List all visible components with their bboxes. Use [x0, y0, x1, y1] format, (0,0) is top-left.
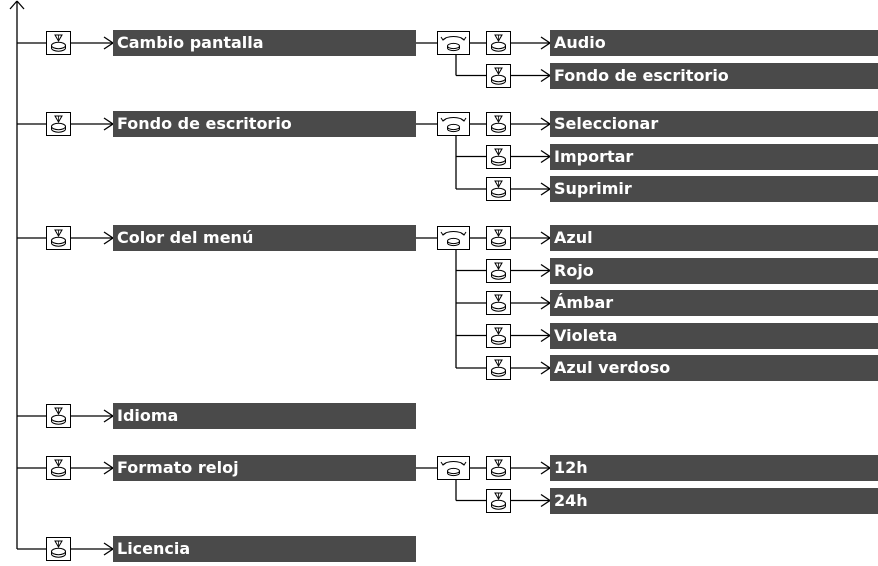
menu-item-bar: Formato reloj — [113, 455, 416, 481]
menu-item-bar: Cambio pantalla — [113, 30, 416, 56]
option-bar: Rojo — [550, 257, 878, 284]
press-icon — [486, 144, 511, 169]
menu-item-bar: Fondo de escritorio — [113, 111, 416, 137]
option-bar: Seleccionar — [550, 111, 878, 137]
press-icon — [486, 356, 511, 380]
rotate-select-icon — [437, 226, 470, 250]
connector-line — [16, 0, 25, 10]
press-icon — [486, 488, 511, 513]
rotate-select-icon — [437, 31, 470, 55]
rotate-select-icon — [437, 456, 470, 480]
press-icon — [46, 404, 71, 428]
press-icon — [486, 177, 511, 201]
menu-item-bar: Licencia — [113, 536, 416, 562]
option-bar: Azul — [550, 225, 878, 251]
option-bar: Fondo de escritorio — [550, 62, 878, 89]
connector-line — [9, 0, 18, 10]
option-bar: 12h — [550, 455, 878, 481]
menu-item-bar: Color del menú — [113, 225, 416, 251]
press-icon — [486, 258, 511, 283]
press-icon — [486, 323, 511, 348]
press-icon — [46, 537, 71, 561]
press-icon — [486, 63, 511, 88]
option-bar: Azul verdoso — [550, 355, 878, 381]
press-icon — [486, 226, 511, 250]
option-bar: Ámbar — [550, 290, 878, 316]
press-icon — [486, 456, 511, 480]
option-bar: 24h — [550, 487, 878, 514]
option-bar: Suprimir — [550, 176, 878, 202]
menu-item-bar: Idioma — [113, 403, 416, 429]
option-bar: Violeta — [550, 322, 878, 349]
option-bar: Audio — [550, 30, 878, 56]
press-icon — [46, 456, 71, 480]
rotate-select-icon — [437, 112, 470, 136]
press-icon — [46, 112, 71, 136]
press-icon — [486, 291, 511, 315]
press-icon — [486, 31, 511, 55]
option-bar: Importar — [550, 143, 878, 170]
press-icon — [46, 226, 71, 250]
press-icon — [486, 112, 511, 136]
press-icon — [46, 31, 71, 55]
